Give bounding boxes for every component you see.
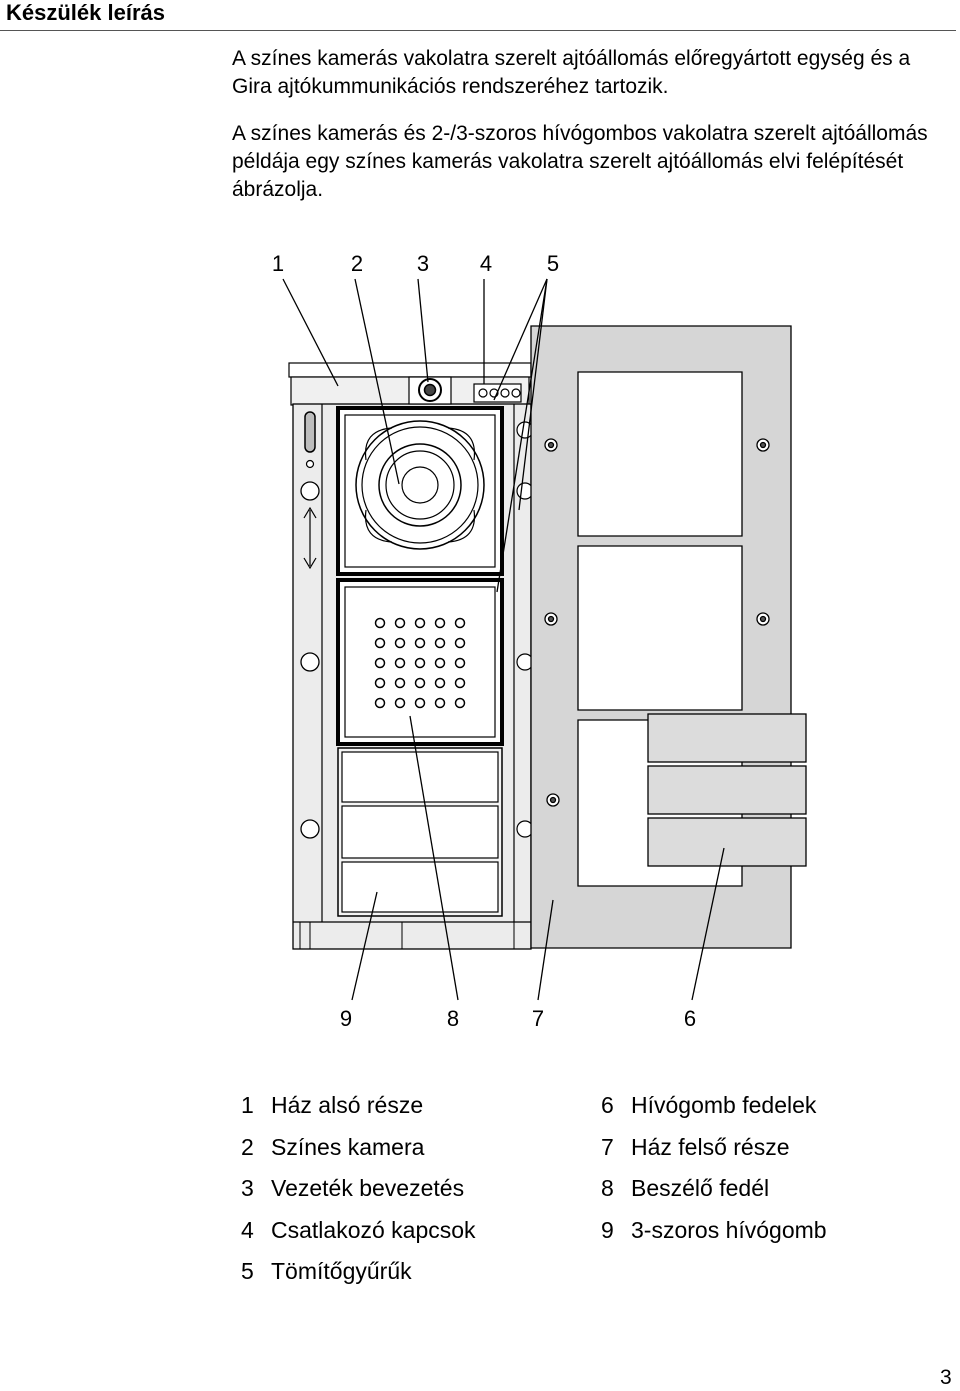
heading-rule	[0, 30, 956, 31]
callout-9: 9	[340, 1006, 352, 1031]
callout-5: 5	[547, 251, 559, 276]
speaker-module	[336, 578, 504, 746]
description-paragraph: A színes kamerás és 2-/3-szoros hívógomb…	[232, 122, 928, 201]
call-button-module	[337, 747, 503, 917]
upper-housing	[530, 325, 792, 949]
callout-7: 7	[532, 1006, 544, 1031]
call-button-covers	[647, 713, 807, 867]
intro-paragraph: A színes kamerás vakolatra szerelt ajtóá…	[232, 47, 911, 98]
callout-2: 2	[351, 251, 363, 276]
callout-4: 4	[480, 251, 492, 276]
camera-module	[336, 406, 504, 576]
callout-lines	[282, 278, 725, 1001]
page-number: 3	[940, 1366, 952, 1389]
callout-1: 1	[272, 251, 284, 276]
callout-6: 6	[684, 1006, 696, 1031]
callout-8: 8	[447, 1006, 459, 1031]
callout-3: 3	[417, 251, 429, 276]
callout-numbers: 1 2 3 4 5 9 8 7 6	[272, 251, 696, 1031]
section-heading: Készülék leírás	[6, 0, 165, 25]
